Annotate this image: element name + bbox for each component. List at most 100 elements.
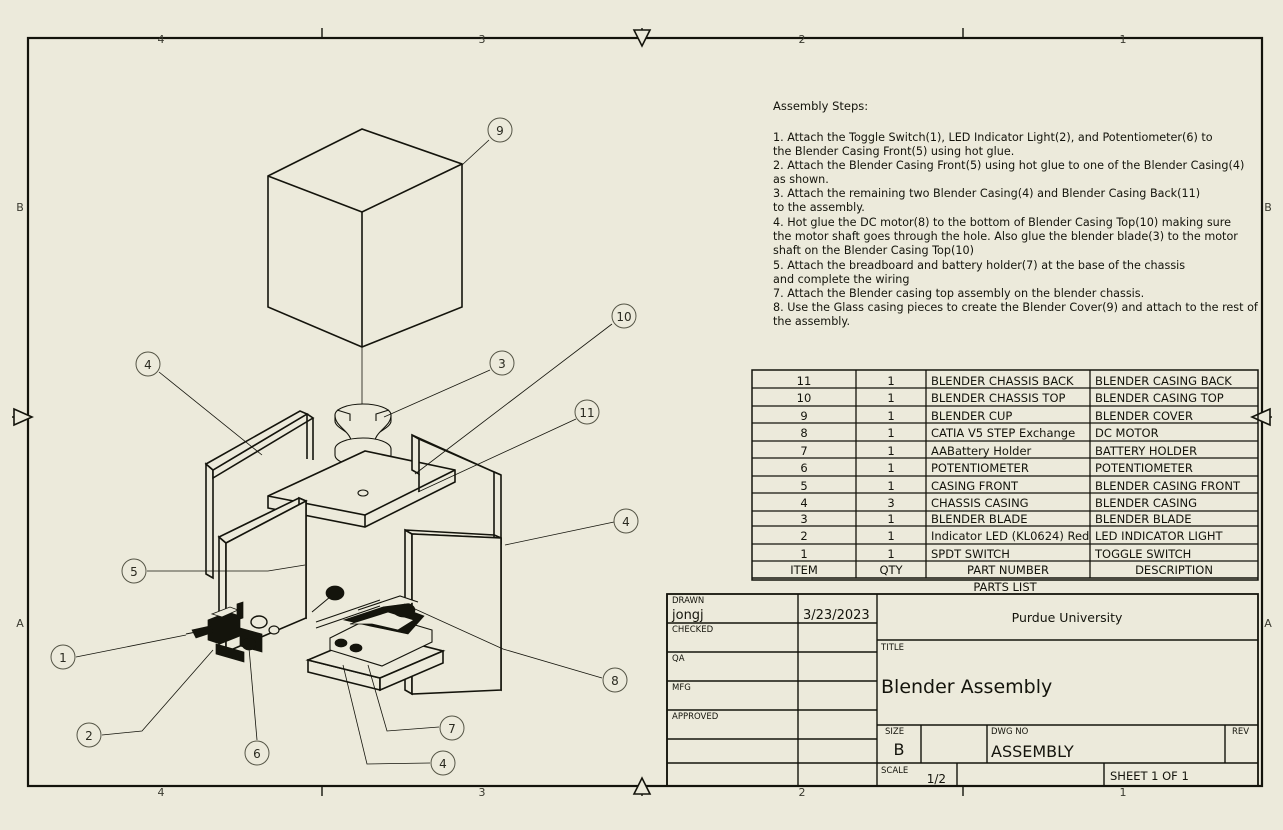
balloon-label: 1 [59,651,67,665]
zone-label-bot-2: 2 [799,786,806,799]
parts-cell-qty: 1 [887,374,894,388]
parts-cell-part-number: POTENTIOMETER [931,461,1029,475]
parts-cell-part-number: SPDT SWITCH [931,547,1010,561]
parts-cell-item: 10 [797,391,812,405]
drawn-label: DRAWN [672,596,704,606]
parts-cell-qty: 3 [887,496,894,510]
checked-label: CHECKED [672,625,714,635]
parts-cell-description: BLENDER CASING [1095,496,1197,510]
parts-cell-part-number: BLENDER BLADE [931,512,1027,526]
parts-cell-description: LED INDICATOR LIGHT [1095,529,1224,543]
zone-label-right-b: B [1264,201,1272,214]
dwg-no-value: ASSEMBLY [991,742,1074,761]
balloon-label: 8 [611,674,619,688]
parts-cell-qty: 1 [887,512,894,526]
part-blender-cup [267,128,463,348]
assembly-step-line: shaft on the Blender Casing Top(10) [773,244,974,257]
balloon-label: 9 [496,124,504,138]
assembly-step-line: 5. Attach the breadboard and battery hol… [773,259,1185,272]
balloon-leader-lines [75,139,615,765]
zone-label-top-1: 1 [1120,33,1127,46]
parts-cell-qty: 1 [887,547,894,561]
parts-cell-description: BLENDER BLADE [1095,512,1191,526]
parts-cell-item: 2 [800,529,807,543]
parts-cell-qty: 1 [887,426,894,440]
parts-cell-item: 4 [800,496,807,510]
center-arrow-marker-bottom [632,776,652,796]
parts-header-description: DESCRIPTION [1135,563,1213,577]
zone-label-bot-1: 1 [1120,786,1127,799]
parts-cell-description: BLENDER COVER [1095,409,1193,423]
parts-list-footer-label: PARTS LIST [973,580,1037,594]
balloon-9[interactable]: 9 [487,117,513,143]
balloon-label: 7 [448,722,456,736]
assembly-step-line: 2. Attach the Blender Casing Front(5) us… [773,159,1244,172]
balloon-11[interactable]: 11 [574,399,600,425]
assembly-step-line: and complete the wiring [773,273,910,286]
size-label: SIZE [885,727,904,737]
parts-cell-part-number: CHASSIS CASING [931,496,1029,510]
parts-header-qty: QTY [879,563,903,577]
balloon-5[interactable]: 5 [121,558,147,584]
parts-cell-item: 1 [800,547,807,561]
parts-cell-qty: 1 [887,461,894,475]
parts-header-item: ITEM [790,563,818,577]
part-switch-cluster [185,601,280,663]
zone-label-top-3: 3 [479,33,486,46]
balloon-label: 11 [579,406,594,420]
balloon-3[interactable]: 3 [489,350,515,376]
balloon-7[interactable]: 7 [439,715,465,741]
center-arrow-marker-left [12,407,34,427]
assembly-step-line: the assembly. [773,315,850,328]
balloon-4b[interactable]: 4 [613,508,639,534]
assembly-step-line: the Blender Casing Front(5) using hot gl… [773,145,1014,158]
parts-cell-qty: 1 [887,409,894,423]
part-casing-front [217,496,308,654]
assembly-step-line: to the assembly. [773,201,865,214]
title-label: TITLE [880,643,904,653]
parts-cell-part-number: Indicator LED (KL0624) Red [931,529,1089,543]
parts-cell-part-number: AABattery Holder [931,444,1032,458]
sheet-value: SHEET 1 OF 1 [1110,769,1189,783]
parts-cell-qty: 1 [887,479,894,493]
parts-cell-part-number: CATIA V5 STEP Exchange [931,426,1075,440]
zone-label-left-b: B [16,201,24,214]
assembly-step-line: the motor shaft goes through the hole. A… [773,230,1238,243]
balloon-10[interactable]: 10 [611,303,637,329]
part-dc-motor [311,585,381,629]
parts-cell-part-number: BLENDER CHASSIS BACK [931,374,1074,388]
balloon-1[interactable]: 1 [50,644,76,670]
drawing-title: Blender Assembly [881,676,1052,698]
parts-cell-description: POTENTIOMETER [1095,461,1193,475]
zone-label-left-a: A [16,617,24,630]
balloon-label: 6 [253,747,261,761]
parts-cell-part-number: BLENDER CHASSIS TOP [931,391,1065,405]
parts-cell-qty: 1 [887,529,894,543]
assembly-step-line: 3. Attach the remaining two Blender Casi… [773,187,1200,200]
balloon-6[interactable]: 6 [244,740,270,766]
zone-label-right-a: A [1264,617,1272,630]
balloon-4c[interactable]: 4 [430,750,456,776]
zone-label-bot-3: 3 [479,786,486,799]
assembly-step-line: 1. Attach the Toggle Switch(1), LED Indi… [773,131,1213,144]
balloon-8[interactable]: 8 [602,667,628,693]
part-casing-top [267,450,456,528]
assembly-step-line: 8. Use the Glass casing pieces to create… [773,301,1259,314]
balloon-label: 2 [85,729,93,743]
balloon-2[interactable]: 2 [76,722,102,748]
scale-value: 1/2 [927,772,946,786]
parts-cell-item: 5 [800,479,807,493]
dwg-no-label: DWG NO [991,727,1029,737]
mfg-label: MFG [672,683,691,693]
scale-label: SCALE [881,766,908,776]
balloon-4a[interactable]: 4 [135,351,161,377]
center-arrow-marker-top [632,28,652,48]
drawn-date-value: 3/23/2023 [803,608,870,623]
rev-label: REV [1232,727,1249,737]
